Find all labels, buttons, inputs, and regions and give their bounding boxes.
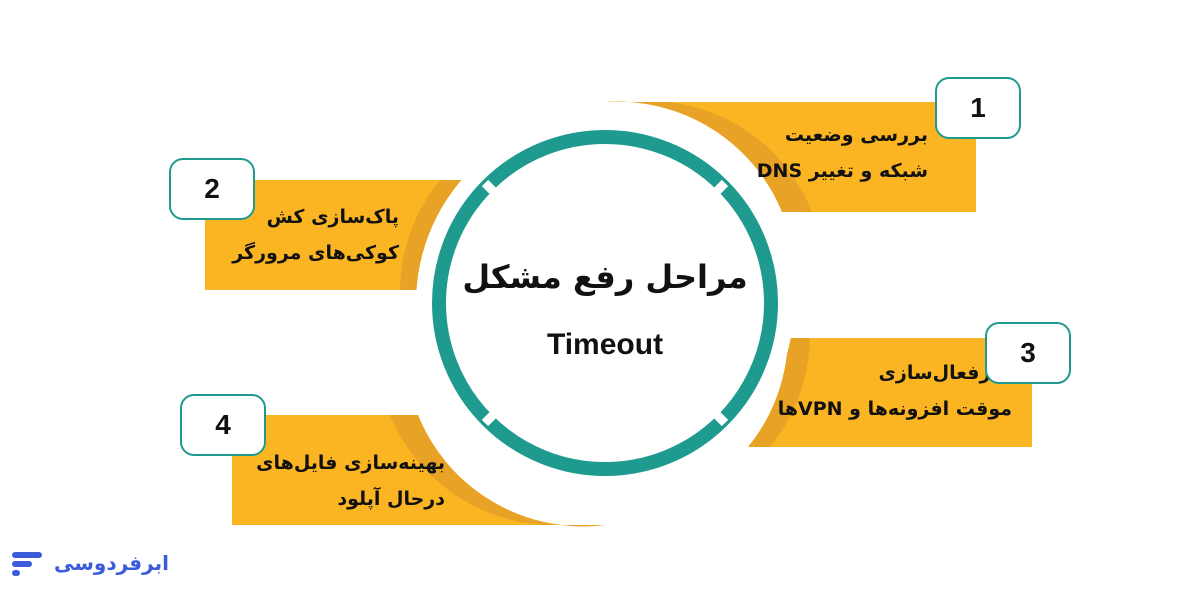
step-4-card-fill bbox=[232, 415, 605, 527]
brand-name: ابرفردوسی bbox=[54, 551, 169, 575]
center-ring-gaps bbox=[481, 179, 729, 427]
step-2-line-1: پاک‌سازی کش bbox=[266, 206, 399, 228]
step-3-card-fill bbox=[748, 338, 1032, 447]
step-1-line-1: بررسی وضعیت bbox=[784, 124, 928, 146]
brand: ابرفردوسی bbox=[12, 550, 169, 576]
step-3-line-1: غیرفعال‌سازی bbox=[878, 362, 1012, 384]
step-3-label: غیرفعال‌سازی موقت افزونه‌ها و VPNها bbox=[778, 355, 1012, 427]
step-1-card-curve bbox=[605, 101, 812, 212]
step-2-badge: 2 bbox=[169, 158, 255, 220]
step-1-line-2: شبکه و تغییر DNS bbox=[756, 160, 928, 182]
step-4-card bbox=[232, 415, 605, 527]
step-4-label: بهینه‌سازی فایل‌های درحال آپلود bbox=[256, 445, 445, 517]
diagram-subtitle: Timeout bbox=[546, 328, 664, 361]
step-2-line-2: کوکی‌های مرورگر bbox=[232, 242, 399, 264]
step-4-badge: 4 bbox=[180, 394, 266, 456]
step-1-card bbox=[605, 101, 976, 212]
center-ring bbox=[432, 130, 778, 476]
step-2-label: پاک‌سازی کش کوکی‌های مرورگر bbox=[232, 199, 399, 271]
step-1-badge: 1 bbox=[935, 77, 1021, 139]
step-2-card bbox=[205, 180, 463, 290]
step-3-badge: 3 bbox=[985, 322, 1071, 384]
diagram-title: مراحل رفع مشکل bbox=[462, 258, 748, 296]
step-3-card-curve bbox=[748, 338, 810, 447]
center-ring-halo bbox=[416, 114, 794, 492]
step-4-line-2: درحال آپلود bbox=[337, 488, 445, 510]
step-4-line-1: بهینه‌سازی فایل‌های bbox=[256, 452, 445, 474]
step-2-card-fill bbox=[205, 180, 463, 290]
step-1-label: بررسی وضعیت شبکه و تغییر DNS bbox=[757, 117, 928, 189]
step-3-card bbox=[748, 338, 1032, 447]
step-3-line-2: موقت افزونه‌ها و VPNها bbox=[777, 398, 1012, 420]
step-2-card-curve bbox=[400, 180, 463, 290]
step-4-card-curve bbox=[390, 415, 605, 527]
brand-logo-icon bbox=[12, 552, 42, 576]
step-1-card-fill bbox=[605, 101, 976, 212]
